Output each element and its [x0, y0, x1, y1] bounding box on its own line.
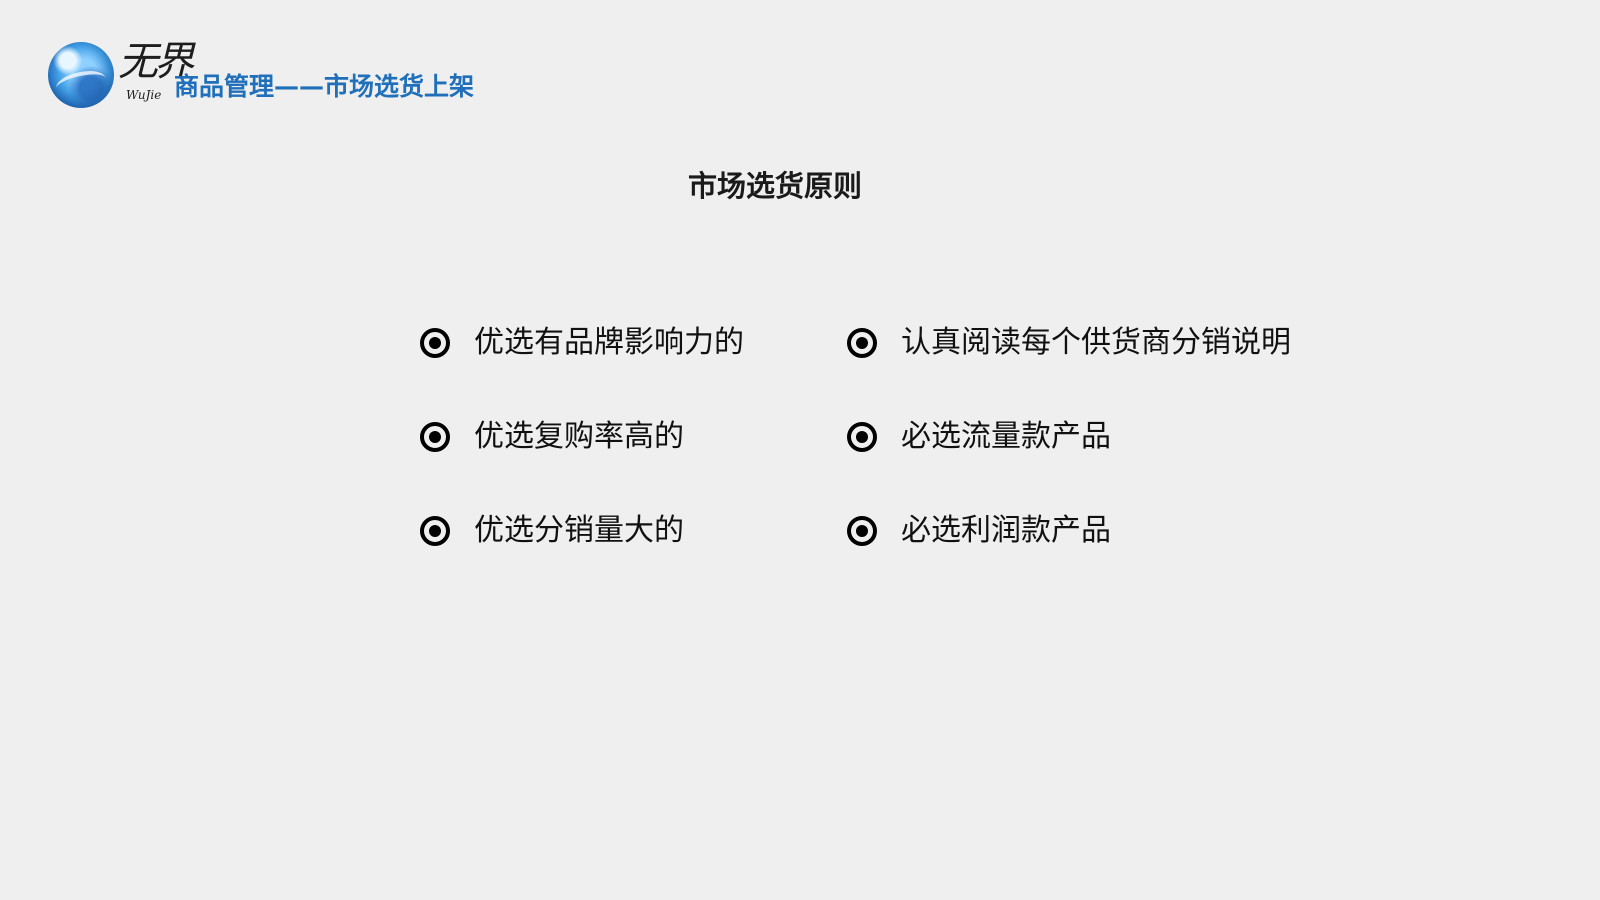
list-item: 优选分销量大的	[420, 514, 744, 608]
list-item-text: 认真阅读每个供货商分销说明	[901, 325, 1291, 360]
list-item-text: 优选有品牌影响力的	[474, 325, 744, 360]
principles-list: 优选有品牌影响力的 优选复购率高的 优选分销量大的 认真阅读每个供货商分销说明 …	[420, 326, 1380, 586]
header: 无界 WuJie 商品管理——市场选货上架	[48, 40, 648, 112]
radio-bullet-icon	[847, 328, 877, 358]
radio-bullet-icon	[420, 422, 450, 452]
list-item-text: 必选利润款产品	[901, 513, 1111, 548]
radio-bullet-icon	[420, 516, 450, 546]
list-item: 优选复购率高的	[420, 420, 744, 514]
list-item: 认真阅读每个供货商分销说明	[847, 326, 1291, 420]
list-item-text: 必选流量款产品	[901, 419, 1111, 454]
radio-bullet-icon	[420, 328, 450, 358]
principles-right-column: 认真阅读每个供货商分销说明 必选流量款产品 必选利润款产品	[847, 326, 1291, 608]
principles-left-column: 优选有品牌影响力的 优选复购率高的 优选分销量大的	[420, 326, 744, 608]
section-title: 市场选货原则	[687, 169, 862, 203]
logo-subtitle: WuJie	[126, 88, 162, 102]
page-header-title: 商品管理——市场选货上架	[174, 72, 475, 101]
radio-bullet-icon	[847, 422, 877, 452]
globe-icon	[48, 42, 114, 108]
list-item-text: 优选分销量大的	[474, 513, 684, 548]
list-item: 必选利润款产品	[847, 514, 1291, 608]
logo-script: 无界	[118, 39, 194, 85]
list-item: 必选流量款产品	[847, 420, 1291, 514]
list-item: 优选有品牌影响力的	[420, 326, 744, 420]
radio-bullet-icon	[847, 516, 877, 546]
list-item-text: 优选复购率高的	[474, 419, 684, 454]
